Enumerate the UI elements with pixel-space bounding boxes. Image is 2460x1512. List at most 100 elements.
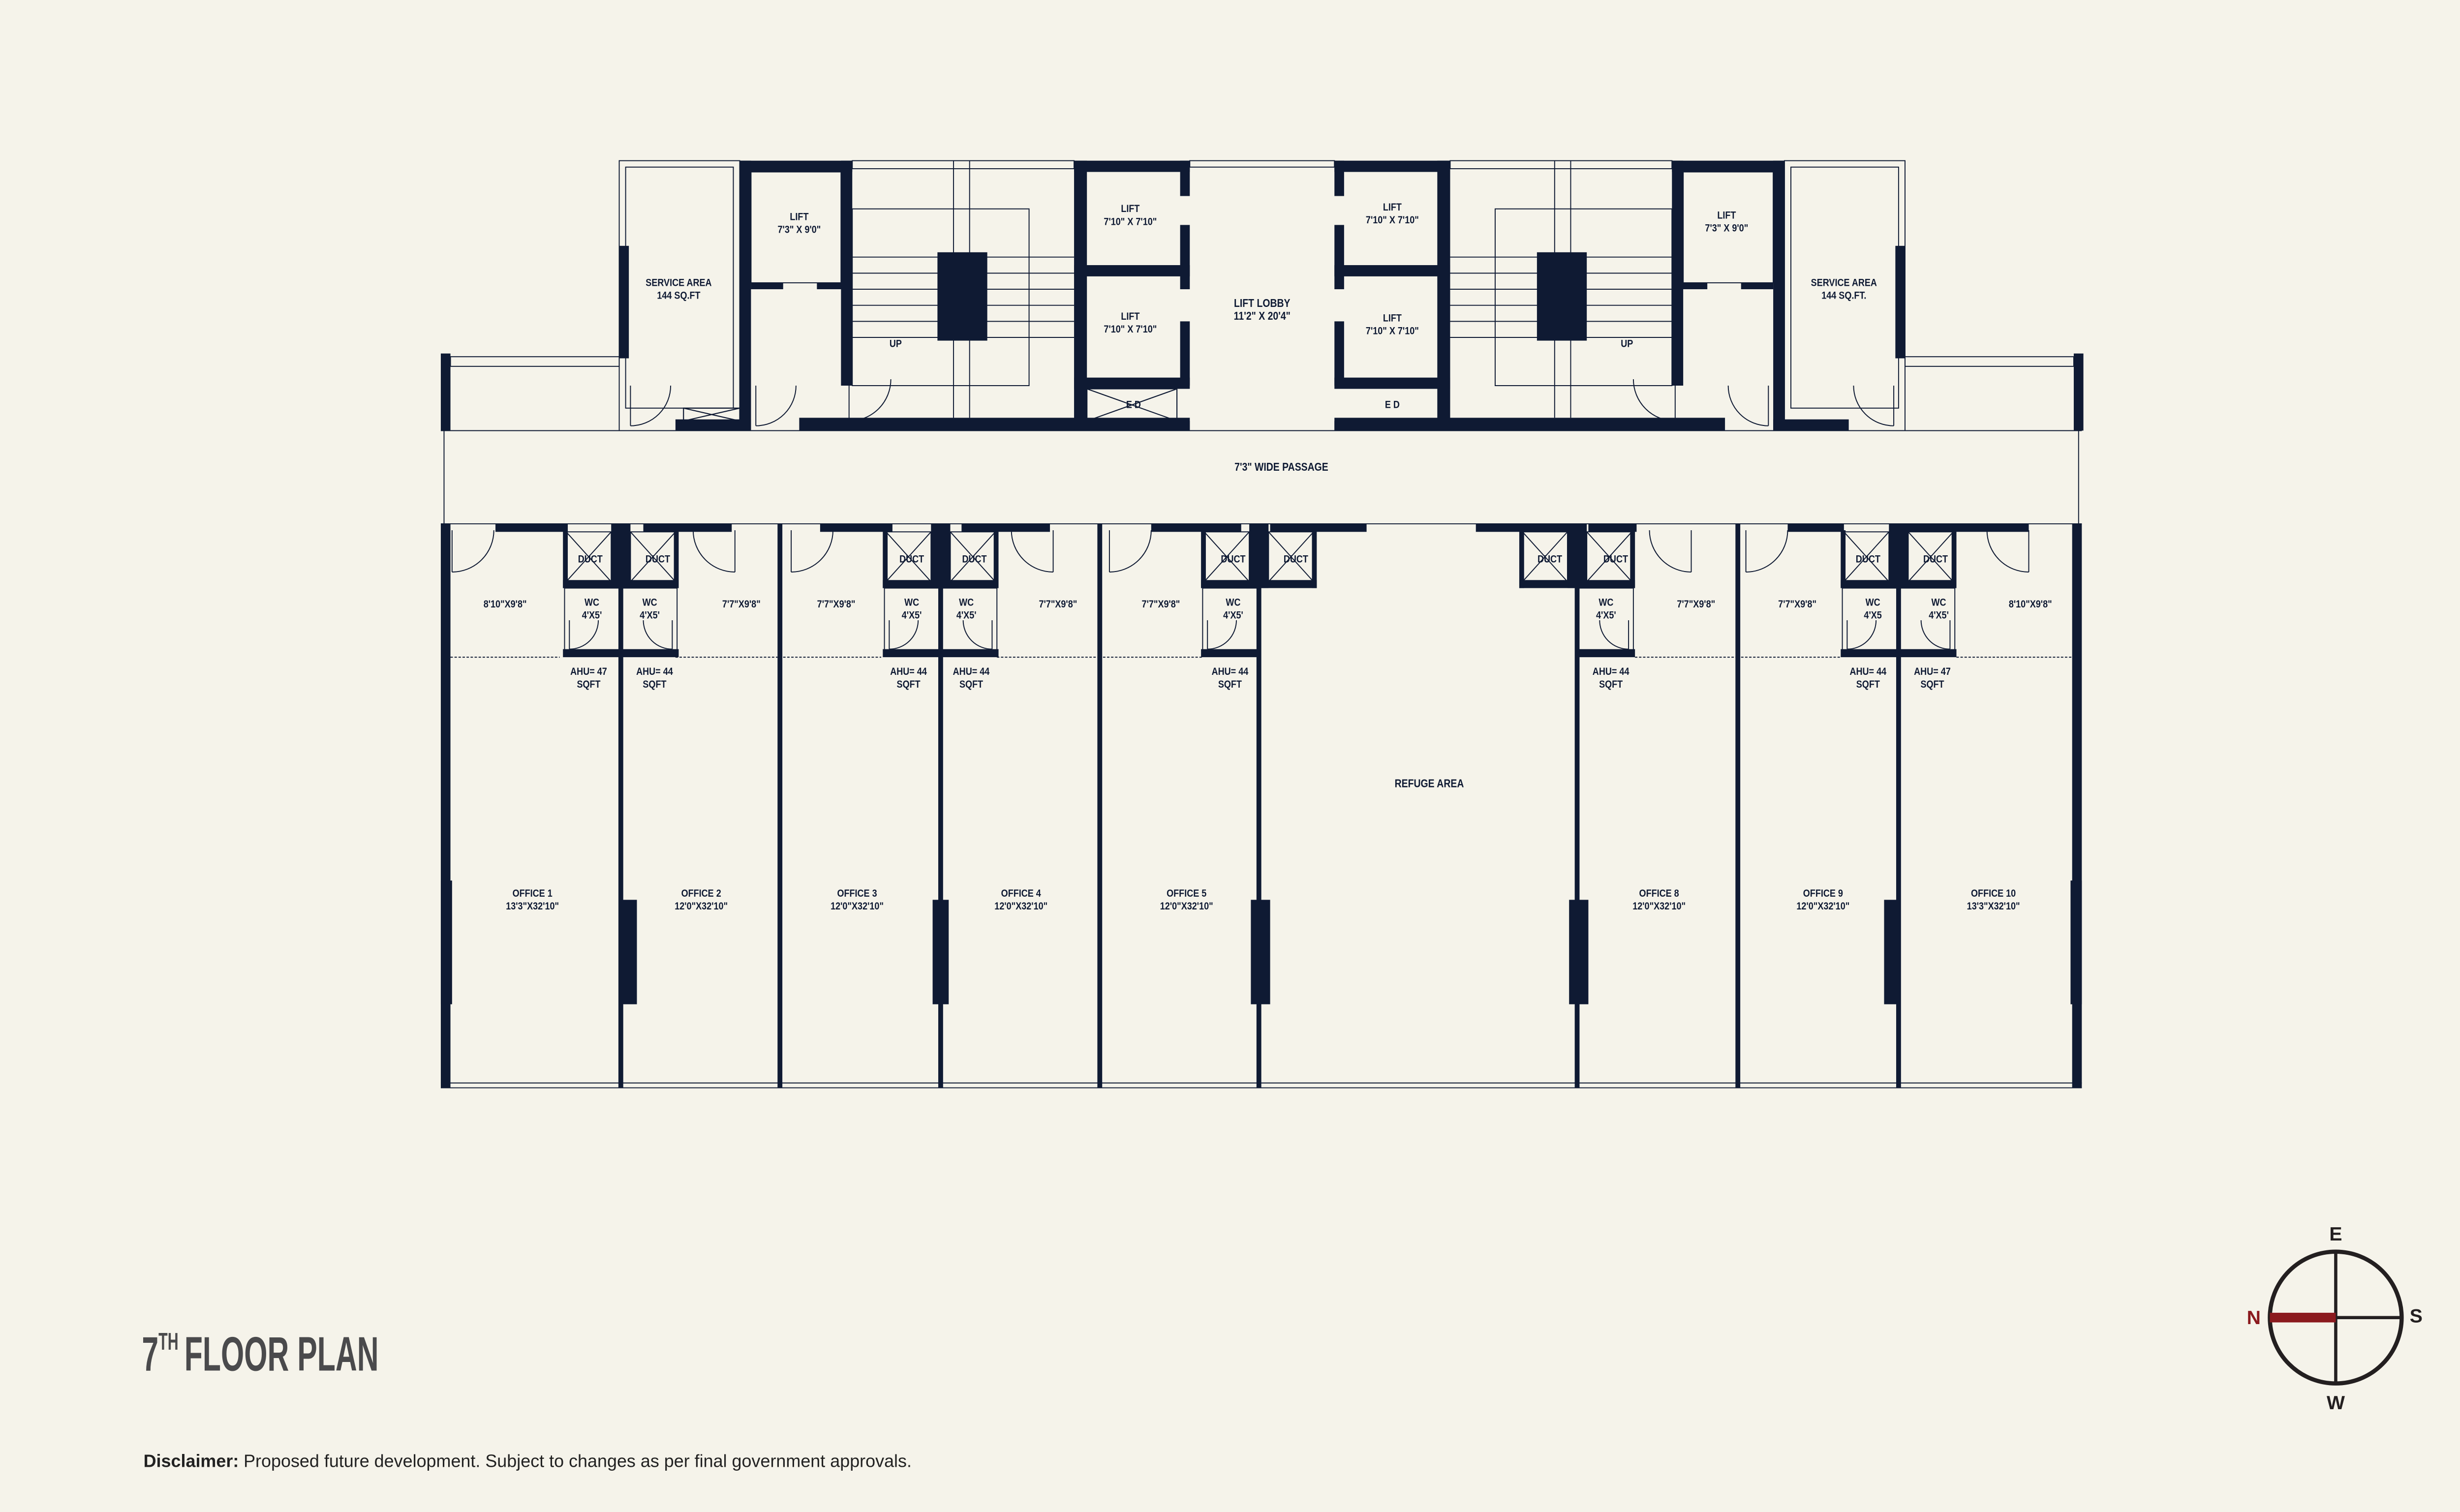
compass-north: N [2247,1307,2261,1329]
lift-right-top-label-size: 7'10" X 7'10" [1366,214,1419,226]
stair-up-right-label: UP [1621,338,1633,350]
lift-right-small-label-title: LIFT [1717,210,1736,221]
ahu-label-size: SQFT [643,679,666,691]
wall [1334,321,1344,386]
wall [1841,530,1846,588]
column [440,880,452,1004]
ahu-label-title: AHU= 44 [953,666,990,678]
duct-shaft [1203,531,1250,582]
office-size: 13'3"X32'10" [1967,901,2020,912]
column [932,900,949,1004]
lift-right-top-label-title: LIFT [1383,202,1402,213]
office-door-icon [1011,530,1054,573]
wc-label-title: WC [643,597,657,608]
column [1251,900,1270,1004]
north-pointer [2270,1312,2336,1323]
duct-bottom-wall [883,580,999,588]
wall [563,530,568,588]
lift-lobby-label-title: LIFT LOBBY [1234,298,1290,310]
lift-left-top-label-size: 7'10" X 7'10" [1104,216,1157,228]
ahu-label-title: AHU= 47 [1914,666,1951,678]
office-front-wall [1588,523,1637,532]
office-name: OFFICE 4 [1001,888,1041,900]
electrical-duct-cross [1086,388,1177,422]
wall [1951,530,1957,588]
wall [674,530,679,588]
office-divider-wall [1574,523,1580,1088]
wc-label-title: WC [904,597,919,608]
disclaimer-text: Proposed future development. Subject to … [244,1451,912,1471]
office-front-wall [961,523,1050,532]
wall [1201,530,1206,588]
duct-bottom-wall [1519,580,1635,588]
passage-label: 7'3" WIDE PASSAGE [1234,461,1328,474]
wall [1672,160,1684,386]
ahu-label-title: AHU= 44 [890,666,927,678]
wall [1074,421,1190,431]
office-name: OFFICE 10 [1971,888,2016,900]
refuge-area-label: REFUGE AREA [1395,778,1464,790]
duct-shaft [1522,531,1568,582]
pantry-size-label: 7'7"X9'8" [1142,599,1180,610]
wall [883,530,888,588]
office-door-icon [1649,530,1692,573]
duct-bottom-wall [1841,580,1957,588]
compass-east: E [2329,1224,2342,1245]
duct-label: DUCT [1284,553,1308,565]
office-size: 12'0"X32'10" [1632,901,1686,912]
column [1884,900,1901,1004]
wall [993,530,999,588]
office-front-wall [495,523,568,532]
ahu-label-size: SQFT [1856,679,1880,691]
wc-label-title: WC [1932,597,1946,608]
wc-bottom-wall [1841,649,1899,658]
duct-column [1889,523,1908,588]
wc-label-size: 4'X5' [956,609,977,621]
compass-west: W [2327,1392,2345,1414]
lift-door-icon [755,386,797,426]
office-door-icon [451,530,494,573]
service-area-right-label-size: 144 SQ.FT. [1821,290,1866,302]
disclaimer: Disclaimer:Proposed future development. … [144,1451,912,1471]
office-name: OFFICE 8 [1639,888,1679,900]
ahu-label-title: AHU= 44 [636,666,673,678]
duct-bottom-wall [563,580,679,588]
wall [1334,225,1344,290]
outer-wall [440,353,451,431]
office-divider-wall [1256,523,1261,1088]
office-size: 12'0"X32'10" [1160,901,1213,912]
wall [1334,265,1450,276]
wc-bottom-wall [883,649,941,658]
duct-shaft [630,531,676,582]
wall [1334,160,1344,196]
wall [675,419,751,431]
wall [1519,530,1524,588]
office-divider-wall [1896,523,1901,1088]
duct-label: DUCT [899,553,924,565]
title-suffix: TH [158,1328,178,1355]
office-name: OFFICE 2 [681,888,721,900]
wall [1334,377,1450,389]
office-name: OFFICE 3 [837,888,877,900]
office-size: 12'0"X32'10" [1796,901,1849,912]
pantry-size-label: 7'7"X9'8" [1677,599,1715,610]
column [1569,900,1589,1004]
service-area-left-label-title: SERVICE AREA [646,277,711,289]
service-area-right-label-title: SERVICE AREA [1811,277,1877,289]
walls [440,160,2084,1088]
service-wall [1895,245,1905,359]
title-text: FLOOR PLAN [184,1328,379,1381]
ahu-label-size: SQFT [1599,679,1623,691]
ed-right-label: E D [1385,399,1400,411]
wc-door-icon [1846,620,1877,650]
shaft-cross [683,407,740,422]
office-front-wall [1270,523,1367,532]
duct-shaft [1586,531,1632,582]
service-area-left-label-size: 144 SQ.FT [657,290,700,302]
wall [1334,421,1450,431]
wc-label-title: WC [584,597,599,608]
wc-label-title: WC [1866,597,1880,608]
office-divider-wall [1097,523,1103,1088]
